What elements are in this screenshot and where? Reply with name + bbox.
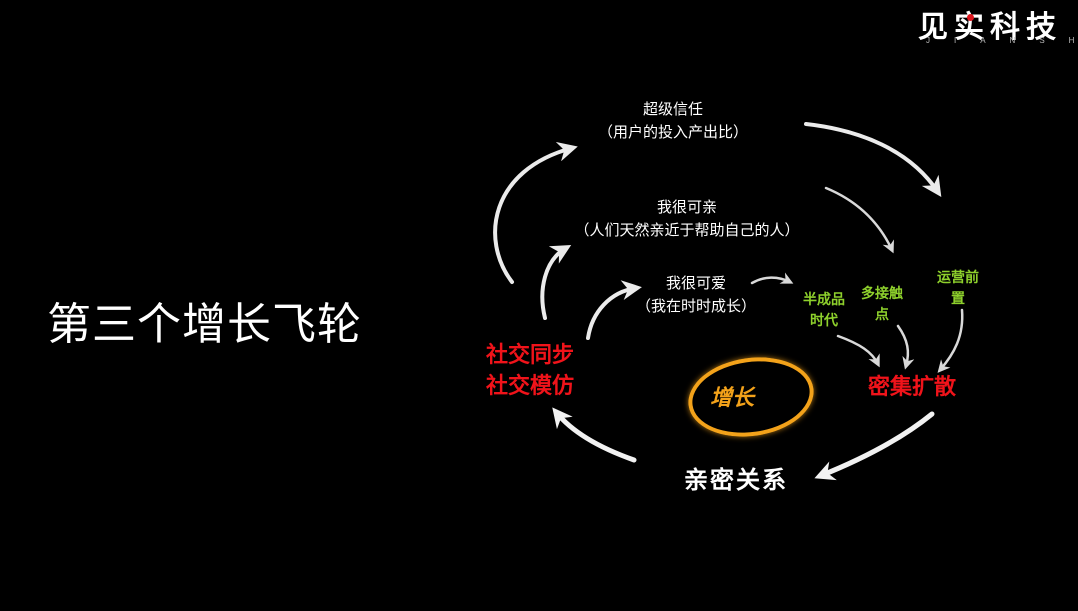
node-social-sync: 社交同步 (485, 343, 574, 368)
arrow-ops-front-down (937, 308, 964, 373)
node-very-friendly: 我很可亲 （人们天然亲近于帮助自己的人） (552, 196, 822, 242)
logo-subtext: JIANSHI (926, 36, 1078, 45)
arrow-to-very-lovable (586, 280, 642, 340)
arrow-semi-finished-down (836, 334, 880, 368)
node-very-friendly-sub: （人们天然亲近于帮助自己的人） (574, 221, 800, 239)
node-dense-spread: 密集扩散 (867, 375, 956, 400)
arrow-very-friendly-right (824, 186, 894, 254)
node-very-friendly-title: 我很可亲 (656, 198, 717, 216)
node-very-lovable-title: 我很可爱 (665, 274, 726, 292)
arrow-dense-to-intimate (814, 411, 935, 481)
arrow-intimate-to-social (552, 407, 637, 463)
node-social: 社交同步 社交模仿 (470, 340, 590, 402)
node-very-lovable-sub: （我在时时成长） (635, 297, 756, 315)
arrow-multi-touch-down (896, 324, 915, 370)
node-multi-touch: 多接触 点 (852, 284, 912, 326)
node-super-trust-title: 超级信任 (642, 100, 703, 118)
arrow-super-trust-right (804, 122, 942, 197)
node-multi-touch-l1: 多接触 (861, 286, 903, 302)
node-semi-finished: 半成品 时代 (794, 290, 854, 332)
node-multi-touch-l2: 点 (875, 307, 889, 323)
node-super-trust: 超级信任 （用户的投入产出比） (588, 98, 758, 144)
brand-logo: 见实科技 JIANSHI (918, 2, 1078, 46)
node-ops-front-l1: 运营前 (937, 270, 979, 286)
logo-text: 见实科技 (918, 10, 1062, 45)
node-semi-finished-l1: 半成品 (803, 292, 845, 308)
node-ops-front: 运营前 置 (928, 268, 988, 310)
arrow-to-very-friendly (540, 245, 572, 320)
node-intimate-relationship: 亲密关系 (684, 466, 788, 494)
logo-red-dot (967, 14, 974, 21)
arrow-very-lovable-right (750, 272, 794, 285)
arrow-to-super-trust (493, 141, 578, 284)
node-semi-finished-l2: 时代 (810, 313, 838, 329)
node-super-trust-sub: （用户的投入产出比） (597, 123, 748, 141)
node-social-imitation: 社交模仿 (485, 374, 574, 399)
node-very-lovable: 我很可爱 （我在时时成长） (626, 272, 766, 318)
node-ops-front-l2: 置 (951, 291, 965, 307)
slide-title: 第三个增长飞轮 (47, 299, 362, 350)
node-growth: 增长 (710, 386, 755, 411)
